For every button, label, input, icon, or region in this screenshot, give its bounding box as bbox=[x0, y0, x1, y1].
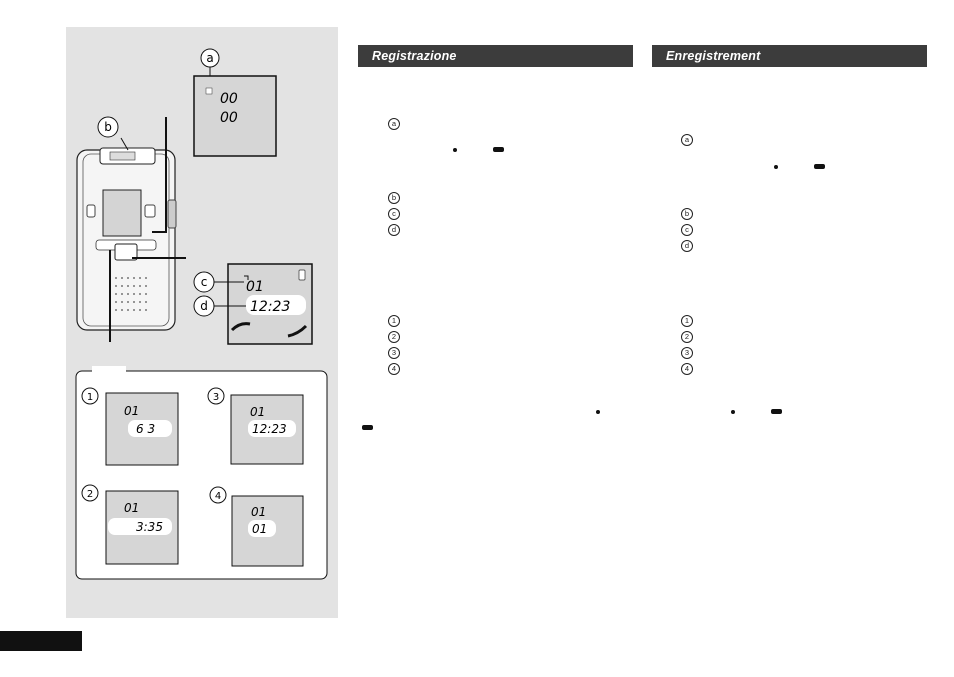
record-dot-icon bbox=[731, 410, 735, 414]
svg-text:01: 01 bbox=[246, 279, 264, 295]
svg-text:1: 1 bbox=[87, 392, 93, 403]
record-dot-icon bbox=[453, 148, 457, 152]
svg-text:01: 01 bbox=[252, 522, 267, 536]
step-3-ref: 3 bbox=[388, 347, 400, 359]
callout-d-marker: d bbox=[681, 240, 693, 252]
stop-dash-icon bbox=[493, 147, 504, 152]
svg-text:01: 01 bbox=[124, 404, 139, 418]
svg-text:00: 00 bbox=[220, 91, 238, 107]
svg-text:3: 3 bbox=[213, 392, 219, 403]
callout-c-marker: c bbox=[388, 208, 400, 220]
svg-text:12:23: 12:23 bbox=[252, 422, 287, 436]
svg-text:6 3: 6 3 bbox=[136, 422, 155, 436]
callout-d-marker: d bbox=[388, 224, 400, 236]
step-3-marker bbox=[207, 387, 225, 405]
callout-c-marker: c bbox=[681, 224, 693, 236]
step-2-ref: 2 bbox=[681, 331, 693, 343]
step-2-marker bbox=[81, 484, 99, 502]
record-dot-icon bbox=[596, 410, 600, 414]
callout-b-marker: b bbox=[388, 192, 400, 204]
leader-line bbox=[120, 137, 129, 151]
svg-text:01: 01 bbox=[251, 505, 266, 519]
svg-text:3:35: 3:35 bbox=[136, 520, 163, 534]
record-dot-icon bbox=[774, 165, 778, 169]
step-1-marker bbox=[81, 387, 99, 405]
section-heading-french: Enregistrement bbox=[652, 45, 927, 67]
battery-icon bbox=[298, 269, 306, 281]
svg-text:4: 4 bbox=[215, 491, 221, 502]
svg-text:2: 2 bbox=[87, 489, 93, 500]
callout-a-marker: a bbox=[681, 134, 693, 146]
page-tab-marker bbox=[0, 631, 82, 651]
recorder-illustration: a 00 00 b 01 12:23 c d 1 01 6 3 3 01 12:… bbox=[75, 48, 328, 580]
stop-dash-icon bbox=[771, 409, 782, 414]
svg-text:a: a bbox=[206, 51, 213, 65]
step-4-ref: 4 bbox=[388, 363, 400, 375]
svg-text:d: d bbox=[200, 299, 208, 313]
recorder-device bbox=[76, 147, 177, 331]
step-3-ref: 3 bbox=[681, 347, 693, 359]
step-1-ref: 1 bbox=[681, 315, 693, 327]
svg-text:b: b bbox=[104, 120, 112, 134]
callout-a-marker: a bbox=[388, 118, 400, 130]
svg-text:01: 01 bbox=[250, 405, 265, 419]
step-4-ref: 4 bbox=[681, 363, 693, 375]
stop-dash-icon bbox=[362, 425, 373, 430]
svg-text:00: 00 bbox=[220, 110, 238, 126]
stop-dash-icon bbox=[814, 164, 825, 169]
section-heading-italian: Registrazione bbox=[358, 45, 633, 67]
svg-text:12:23: 12:23 bbox=[250, 299, 290, 315]
svg-text:01: 01 bbox=[124, 501, 139, 515]
step-2-ref: 2 bbox=[388, 331, 400, 343]
callout-b-marker: b bbox=[681, 208, 693, 220]
leader-line bbox=[152, 117, 167, 233]
callout-b bbox=[97, 116, 119, 138]
step-1-ref: 1 bbox=[388, 315, 400, 327]
step-4-marker bbox=[209, 486, 227, 504]
svg-text:c: c bbox=[201, 275, 208, 289]
